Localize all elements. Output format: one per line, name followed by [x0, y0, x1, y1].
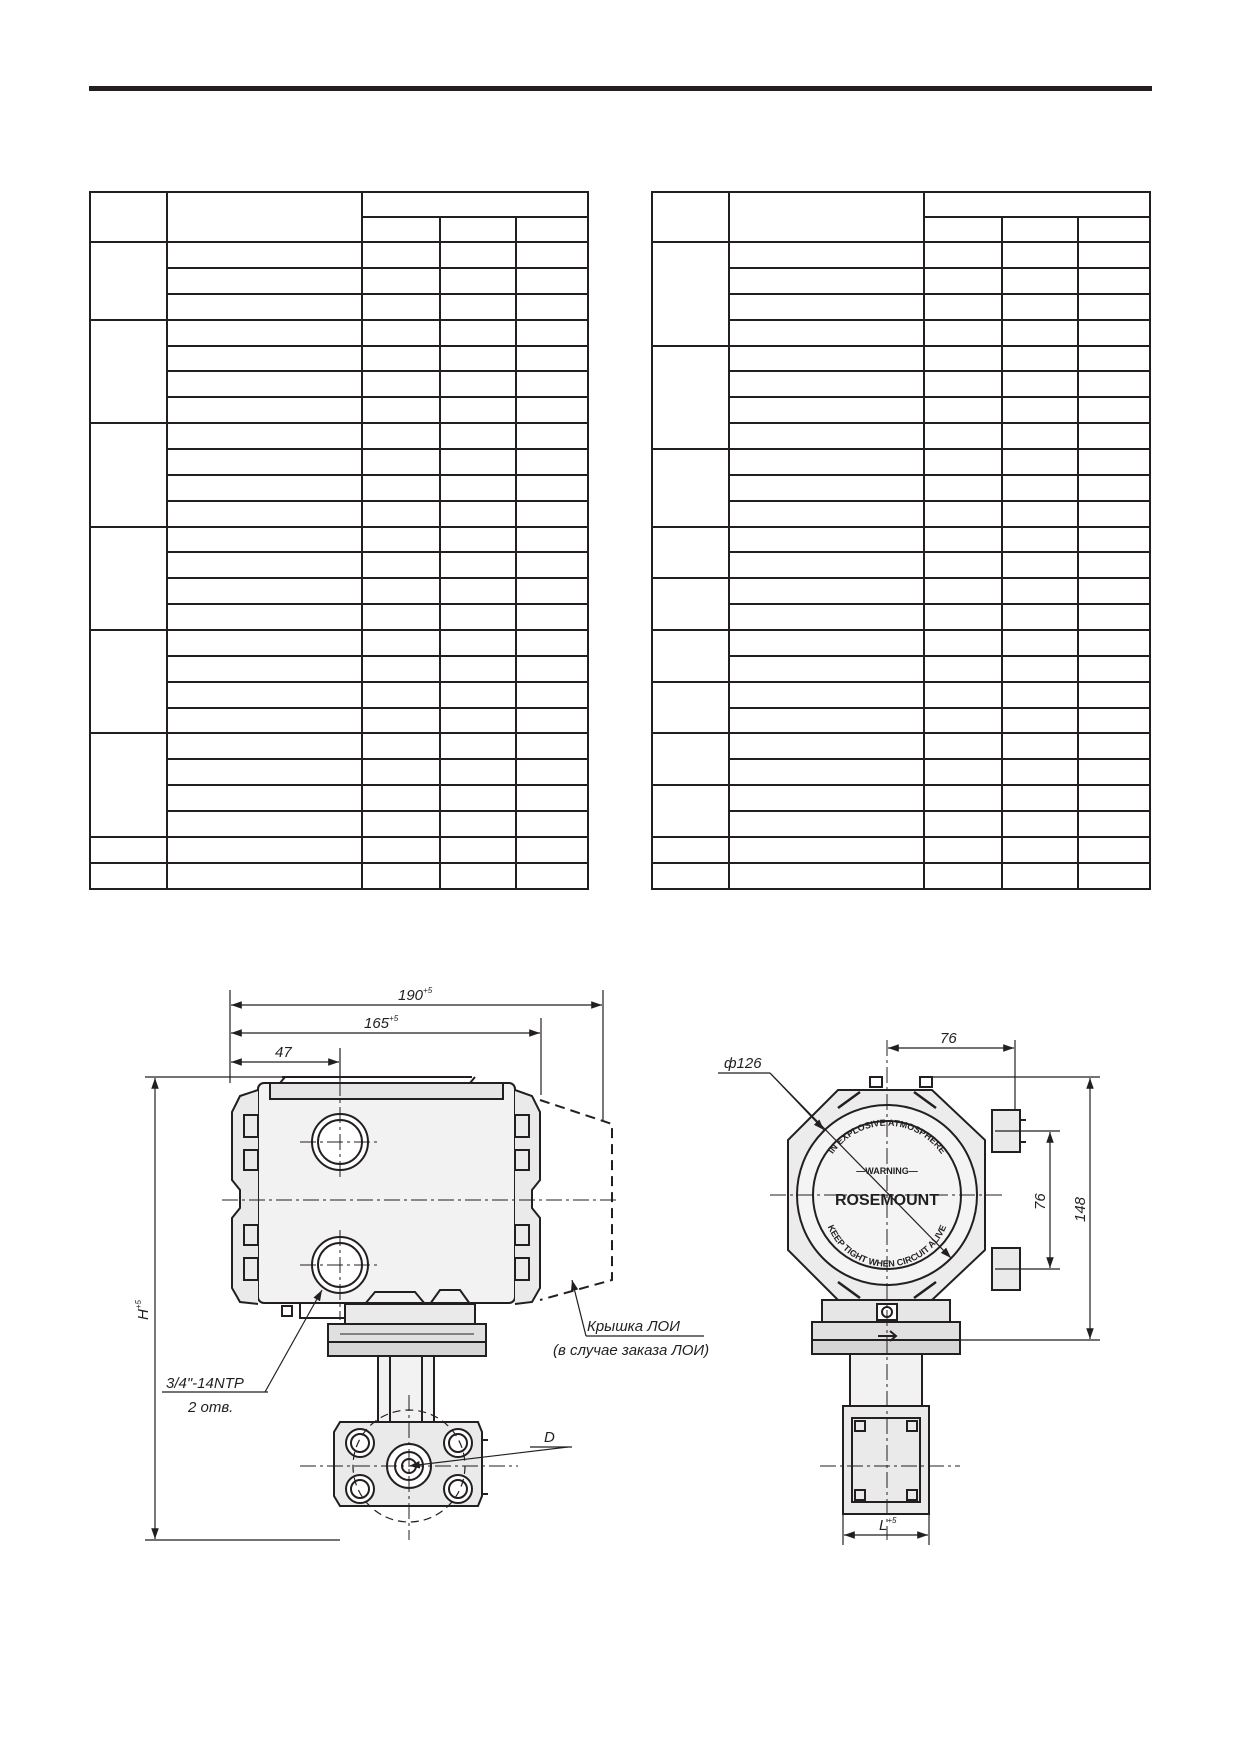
transmitter-drawing: 190+5 165+5 47 H+5 3/4"-14NTP 2 отв. Кры…: [0, 960, 1240, 1565]
emboss-brand: ROSEMOUNT: [835, 1192, 939, 1209]
dim-phi126: ф126: [724, 1055, 762, 1072]
thread-callout: 3/4"-14NTP: [166, 1375, 244, 1392]
side-view: [787, 1076, 1026, 1515]
side-dimensions: [718, 1040, 1100, 1545]
emboss-warning: —WARNING—: [856, 1166, 918, 1176]
dim-l: L+5: [879, 1516, 897, 1534]
side-centerlines: [770, 1040, 1005, 1540]
loi-cover-label: Крышка ЛОИ: [587, 1318, 680, 1335]
dimension-table-left: [89, 191, 589, 891]
dim-190: 190+5: [398, 986, 433, 1004]
thread-count: 2 отв.: [187, 1399, 233, 1416]
header-rule: [89, 86, 1152, 91]
dim-h: H+5: [134, 1299, 152, 1320]
loi-cover-note: (в случае заказа ЛОИ): [553, 1342, 709, 1359]
dim-d: D: [544, 1429, 555, 1446]
dim-165: 165+5: [364, 1014, 399, 1032]
front-dimensions: [145, 990, 704, 1541]
dim-76-side: 76: [1032, 1193, 1049, 1210]
dim-148: 148: [1072, 1196, 1089, 1222]
dim-76-top: 76: [940, 1030, 957, 1047]
dimension-table-right: [651, 191, 1151, 891]
dim-47: 47: [275, 1044, 292, 1061]
front-view: [231, 1076, 613, 1523]
